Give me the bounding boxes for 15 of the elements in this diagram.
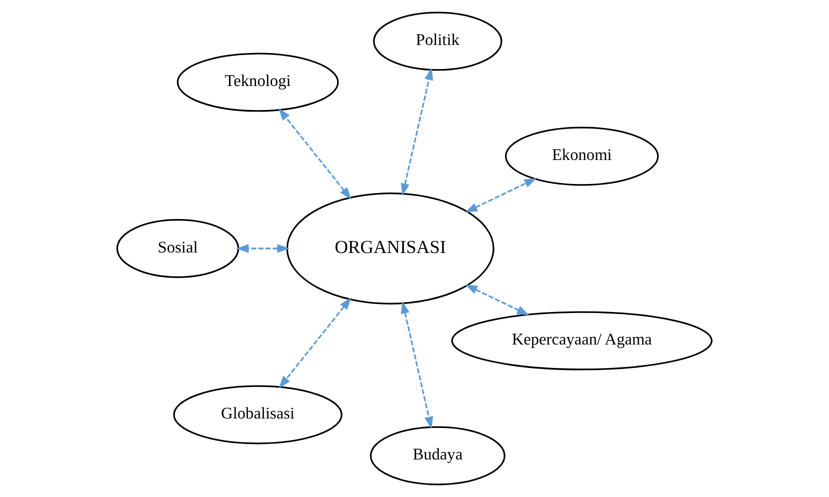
node-ellipse: Kepercayaan/ Agama <box>451 311 712 370</box>
node-ellipse: Politik <box>373 12 502 71</box>
arrow <box>464 178 537 213</box>
arrow <box>400 301 434 430</box>
node-ellipse: Budaya <box>370 426 506 486</box>
arrow <box>464 284 530 316</box>
arrow <box>400 68 434 196</box>
node-ellipse: Sosial <box>116 219 240 278</box>
node-ellipse: Teknologi <box>176 52 339 112</box>
arrow <box>278 297 352 388</box>
node-ellipse: Globalisasi <box>173 385 342 444</box>
node-ellipse: Ekonomi <box>504 126 659 186</box>
arrow <box>236 244 290 253</box>
node-ellipse: ORGANISASI <box>286 192 494 304</box>
arrow <box>278 108 352 200</box>
